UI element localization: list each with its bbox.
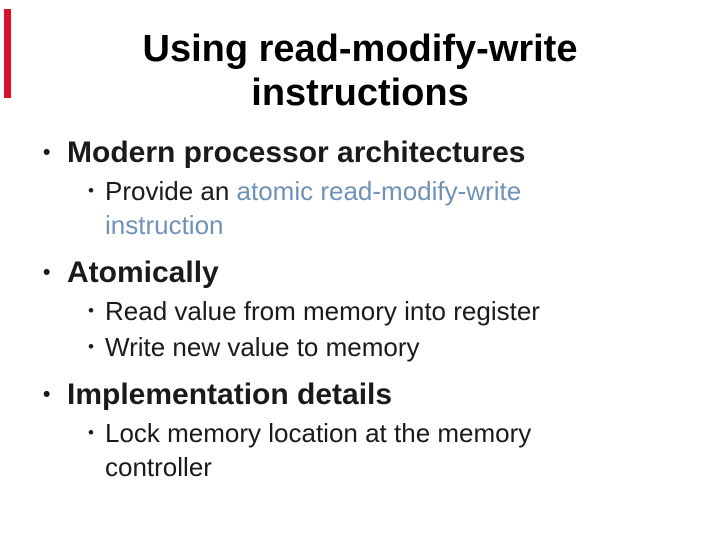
plain-text: Atomically bbox=[67, 256, 219, 289]
bullet-text: Lock memory location at the memory contr… bbox=[105, 416, 595, 484]
bullet-text: Modern processor architectures bbox=[67, 134, 525, 172]
accent-bar bbox=[4, 9, 11, 98]
bullet-item-level-2: • Provide an atomic read-modify-write ins… bbox=[0, 174, 720, 242]
plain-text: Read value from memory into register bbox=[105, 296, 540, 326]
bullet-marker: • bbox=[88, 301, 94, 320]
slide-title-line-2: instructions bbox=[251, 72, 469, 114]
bullet-item-level-1: • Modern processor architectures bbox=[0, 134, 720, 172]
bullet-item-level-2: • Read value from memory into register bbox=[0, 294, 720, 328]
plain-text: Lock memory location at the memory contr… bbox=[105, 418, 532, 482]
bullet-item-level-2: • Write new value to memory bbox=[0, 330, 720, 364]
plain-text: Implementation details bbox=[67, 378, 393, 411]
plain-text: Provide an bbox=[105, 176, 237, 206]
bullet-text: Provide an atomic read-modify-write inst… bbox=[105, 174, 595, 242]
bullet-item-level-2: • Lock memory location at the memory cont… bbox=[0, 416, 720, 484]
slide-title-line-1: Using read-modify-write bbox=[142, 28, 578, 70]
plain-text: Write new value to memory bbox=[105, 332, 420, 362]
bullet-marker: • bbox=[88, 423, 94, 442]
bullet-list: • Modern processor architectures • Provide … bbox=[0, 134, 720, 484]
highlighted-text: atomic read-modify-write instruction bbox=[105, 176, 522, 240]
bullet-marker: • bbox=[88, 337, 94, 356]
bullet-text: Atomically bbox=[67, 254, 219, 292]
bullet-marker: • bbox=[43, 141, 51, 164]
bullet-marker: • bbox=[43, 383, 51, 406]
bullet-item-level-1: • Implementation details bbox=[0, 376, 720, 414]
slide-title: Using read-modify-write instructions bbox=[0, 0, 720, 115]
bullet-item-level-1: • Atomically bbox=[0, 254, 720, 292]
bullet-marker: • bbox=[88, 181, 94, 200]
bullet-text: Write new value to memory bbox=[105, 330, 420, 364]
bullet-marker: • bbox=[43, 261, 51, 284]
bullet-text: Read value from memory into register bbox=[105, 294, 540, 328]
plain-text: Modern processor architectures bbox=[67, 136, 526, 169]
bullet-text: Implementation details bbox=[67, 376, 392, 414]
